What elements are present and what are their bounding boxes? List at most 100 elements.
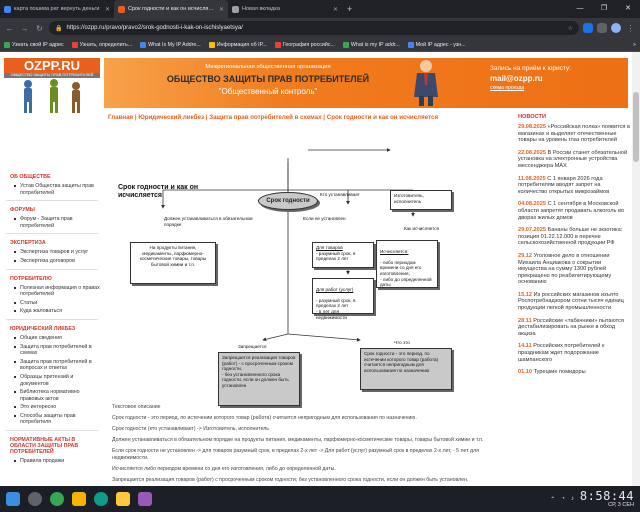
contact-email-link[interactable]: mail@ozpp.ru <box>490 74 543 83</box>
profile-avatar-icon[interactable] <box>611 23 621 33</box>
address-bar[interactable]: 🔒 https://ozpp.ru/pravo/pravo2/srok-godn… <box>49 21 579 35</box>
sidebar-link[interactable]: Форум - Защита прав потребителей <box>14 216 100 229</box>
lock-icon[interactable]: 🔒 <box>55 25 63 32</box>
new-tab-button[interactable]: + <box>347 4 353 14</box>
sidebar-link[interactable]: Статьи <box>14 300 100 307</box>
news-item[interactable]: 01.10 Турецкие помидоры <box>518 369 630 376</box>
bookmark-item[interactable]: What is my IP addr... <box>342 41 400 48</box>
tab-close-icon[interactable]: ✕ <box>104 6 110 13</box>
bookmark-item[interactable]: Узнать свой IP адрес <box>4 41 64 48</box>
news-date: 04.08.2025 <box>518 201 546 208</box>
logo-text: OZPP.RU <box>4 58 100 73</box>
sidebar-link[interactable]: Экспертиза товаров и услуг <box>14 249 100 256</box>
forward-icon[interactable]: → <box>20 23 29 33</box>
breadcrumb-separator: | <box>133 114 139 121</box>
clock[interactable]: 8:58:44 СР, 3 СЕН <box>580 490 634 509</box>
sidebar-link[interactable]: Способы защиты прав потребителя <box>14 413 100 426</box>
sidebar-link[interactable]: Защита прав потребителей в схемах <box>14 344 100 357</box>
news-item[interactable]: 29.12 Уголовное дело в отношении Михаила… <box>518 253 630 286</box>
volume-icon[interactable]: ♪ <box>570 496 574 502</box>
banner-subtitle: "Общественный контроль" <box>218 87 318 96</box>
sidebar-link[interactable]: Образцы претензий и документов <box>14 374 100 387</box>
news-item[interactable]: 22.08.2025 В России станет обязательной … <box>518 150 630 170</box>
tab-favicon-icon <box>118 5 125 13</box>
bookmark-item[interactable]: Мой IP адрес - узн... <box>407 41 466 48</box>
sidebar-link[interactable]: Защита прав потребителей в вопросах и от… <box>14 359 100 372</box>
news-item[interactable]: 14.11 Российских потребителей к праздник… <box>518 343 630 363</box>
breadcrumb-link[interactable]: Главная <box>108 114 134 121</box>
diagram-box-work-title: Для работ (услуг) <box>316 286 354 292</box>
diagram-box-calc: Исчисляется: - либо периодом времени со … <box>376 240 438 288</box>
breadcrumb-link[interactable]: Защита прав потребителей в схемах <box>209 114 322 121</box>
diagram-box-work-text: - разумный срок, в пределах 2 лет - 5 ле… <box>316 297 356 320</box>
news-item[interactable]: 28.11 Российские «табачники» пытаются де… <box>518 318 630 338</box>
sidebar-section-title: ПОТРЕБИТЕЛЮ <box>10 275 52 282</box>
news-text: Турецкие помидоры <box>533 369 586 376</box>
news-item[interactable]: 15.12 Из российских магазинов изъято Рос… <box>518 292 630 312</box>
shelf-life-diagram: Срок годности и как он исчисляется Срок … <box>108 134 508 424</box>
bookmark-star-icon[interactable]: ☆ <box>567 25 573 32</box>
news-item[interactable]: 11.08.2025 С 1 января 2026 года потребит… <box>518 176 630 196</box>
breadcrumb-link[interactable]: Юридический ликбез <box>138 114 205 121</box>
tab-close-icon[interactable]: ✕ <box>218 6 224 13</box>
chrome-icon[interactable] <box>50 492 64 506</box>
app-icon[interactable] <box>138 492 152 506</box>
back-icon[interactable]: ← <box>5 23 14 33</box>
bookmark-label: What Is My IP Addre... <box>148 41 201 48</box>
bookmark-favicon-icon <box>274 41 281 48</box>
windows-start-icon[interactable] <box>6 492 20 506</box>
tab-favicon-icon <box>4 5 11 13</box>
browser-tab[interactable]: Новая вкладка ✕ <box>228 0 342 18</box>
news-text: С 1 сентября в Московской области запрет… <box>518 201 625 221</box>
diagram-heading: Срок годности и как он исчисляется <box>118 184 199 199</box>
page-scrollbar[interactable] <box>632 52 640 486</box>
extensions-puzzle-icon[interactable] <box>597 23 607 33</box>
network-icon[interactable]: ◔ <box>561 496 565 502</box>
bookmark-item[interactable]: Информация об IP... <box>208 41 267 48</box>
shelf-life-oval: Срок годности <box>258 192 318 210</box>
diagram-box-work: Для работ (услуг) - разумный срок, в пре… <box>312 278 374 320</box>
browser-tab[interactable]: карта пошива рат вернуть деньги ✕ <box>0 0 114 18</box>
file-explorer-icon[interactable] <box>116 492 130 506</box>
bookmarks-overflow-button[interactable]: » <box>633 41 636 48</box>
directions-link[interactable]: схема проезда <box>490 85 525 91</box>
bookmark-item[interactable]: География российс... <box>274 41 335 48</box>
search-icon[interactable] <box>28 492 42 506</box>
banner-org-text: Межрегиональная общественная организация <box>205 64 331 70</box>
sidebar-link[interactable]: Библиотека нормативно правовых актов <box>14 389 100 402</box>
minimize-button[interactable]: — <box>576 5 584 12</box>
sidebar-link[interactable]: Общие сведения <box>14 335 100 342</box>
reload-icon[interactable]: ↻ <box>36 23 43 33</box>
news-item[interactable]: 04.08.2025 С 1 сентября в Московской обл… <box>518 201 630 221</box>
news-item[interactable]: 29.07.2025 Бананы больше не экзотика: по… <box>518 227 630 247</box>
menu-kebab-icon[interactable]: ⋮ <box>626 23 635 33</box>
left-sidebar: ОБ ОБЩЕСТВЕ Устав Общества защиты прав п… <box>4 168 100 467</box>
diagram-label-forbidden: Запрещается <box>238 344 267 349</box>
diagram-label-what: Что это <box>394 340 410 345</box>
news-text: Российские «табачники» пытаются дестабил… <box>518 317 624 337</box>
bookmark-item[interactable]: What Is My IP Addre... <box>140 41 201 48</box>
folder-icon[interactable] <box>72 492 86 506</box>
news-item[interactable]: 29.08.2025 «Российская полка» появится в… <box>518 124 630 144</box>
news-date: 29.12 <box>518 252 532 259</box>
sidebar-link[interactable]: Экспертиза договоров <box>14 258 100 265</box>
bookmark-item[interactable]: Узнать, определить... <box>71 41 132 48</box>
news-text: «Российская полка» появится в магазинах … <box>518 124 630 144</box>
sidebar-link[interactable]: Это интересно <box>14 404 100 411</box>
text-paragraph: Исчисляется либо периодом времени со дня… <box>112 466 336 472</box>
sidebar-link[interactable]: Полезная информация о правах потребителе… <box>14 285 100 298</box>
edge-icon[interactable] <box>94 492 108 506</box>
bookmark-favicon-icon <box>4 41 10 48</box>
extension-icon[interactable] <box>583 23 593 33</box>
sidebar-link[interactable]: Куда жаловаться <box>14 308 100 315</box>
browser-tab-active[interactable]: Срок годности и как он исчисляется ✕ <box>114 0 228 18</box>
sidebar-link[interactable]: Устав Общества защиты прав потребителей <box>14 183 100 196</box>
site-logo[interactable]: OZPP.RU ОБЩЕСТВО ЗАЩИТЫ ПРАВ ПОТРЕБИТЕЛЕ… <box>4 58 100 114</box>
close-window-button[interactable]: ✕ <box>625 5 631 12</box>
news-date: 01.10 <box>518 369 532 376</box>
tray-up-arrow-icon[interactable]: ⌃ <box>550 496 556 503</box>
tab-close-icon[interactable]: ✕ <box>332 6 338 13</box>
sidebar-link[interactable]: Правила продажи <box>14 458 100 465</box>
scrollbar-thumb[interactable] <box>633 92 639 162</box>
maximize-button[interactable]: ❐ <box>600 5 608 12</box>
